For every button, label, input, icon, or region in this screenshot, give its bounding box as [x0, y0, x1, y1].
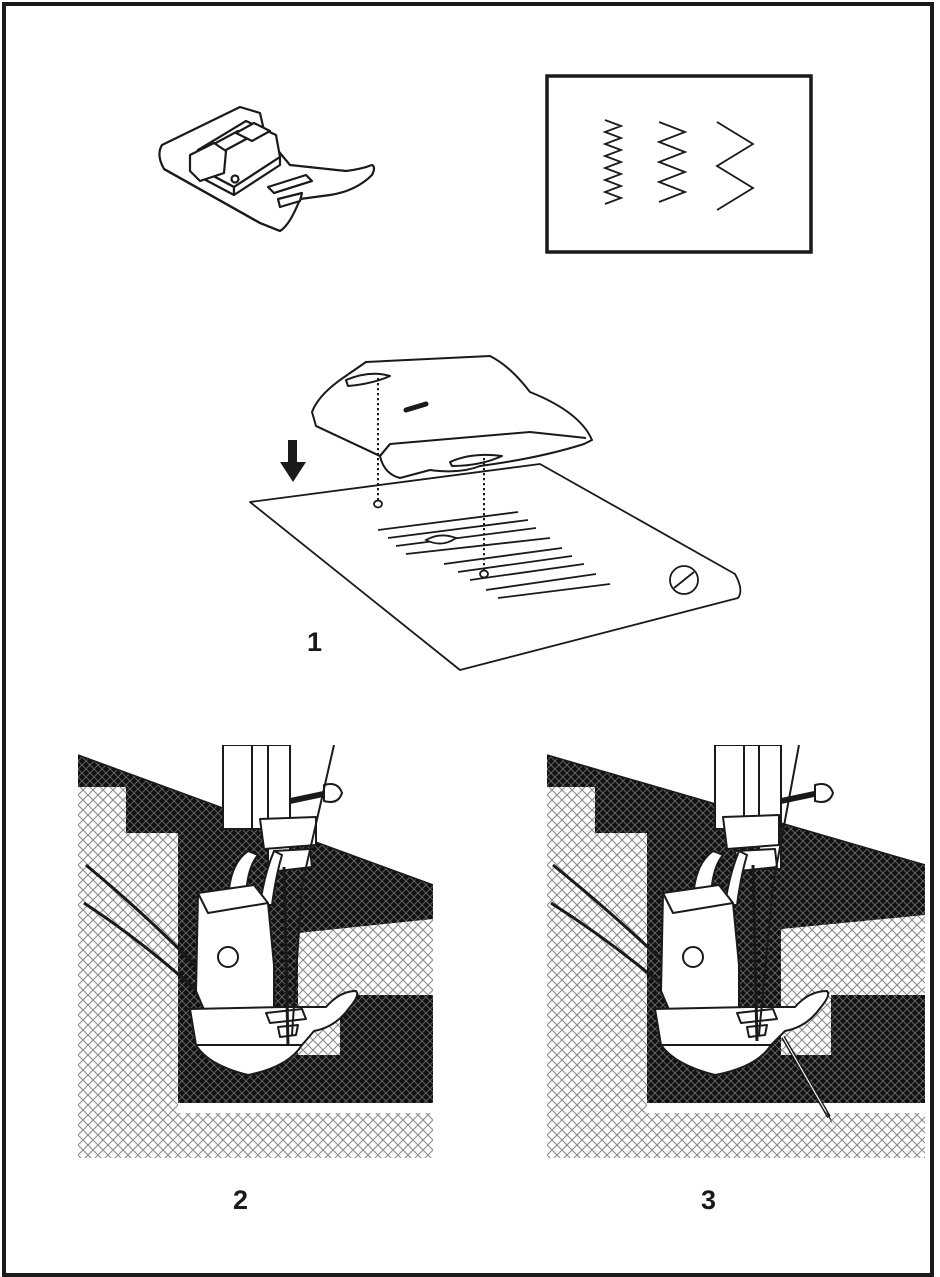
presser-foot-needle-down-icon: [547, 745, 925, 1160]
zigzag-presser-foot-icon: [150, 95, 390, 245]
figure-1-label: 1: [307, 627, 322, 658]
zigzag-stitch-samples-icon: [545, 74, 815, 254]
presser-foot-on-fabric-icon: [78, 745, 433, 1160]
figure-2-label: 2: [233, 1185, 248, 1216]
figure-3-label: 3: [701, 1185, 716, 1216]
